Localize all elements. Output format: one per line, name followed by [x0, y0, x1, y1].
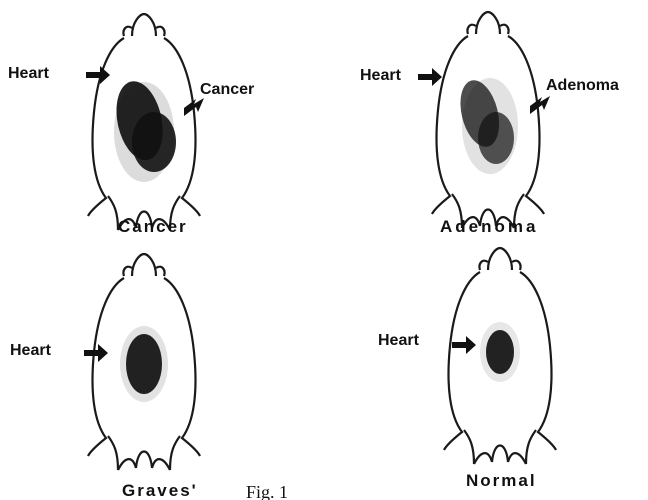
heart-arrow-icon — [84, 344, 108, 362]
graves-uptake-region — [120, 326, 168, 402]
normal-uptake-region — [480, 322, 520, 382]
adenoma-uptake-region — [454, 76, 518, 174]
heart-label: Heart — [378, 332, 420, 349]
panel-graves — [88, 254, 200, 470]
adenoma-arrow-icon — [530, 96, 550, 114]
heart-arrow-icon — [452, 336, 476, 354]
panel-normal — [444, 248, 556, 464]
caption-graves: Graves' — [122, 481, 198, 500]
caption-cancer: Cancer — [118, 217, 188, 236]
figure-caption: Fig. 1 — [246, 482, 288, 500]
adenoma-label: Adenoma — [546, 77, 619, 94]
heart-label: Heart — [8, 65, 50, 82]
caption-adenoma: Adenoma — [440, 217, 538, 236]
panel-adenoma — [432, 12, 544, 228]
heart-arrow-icon — [86, 66, 110, 84]
heart-label: Heart — [10, 342, 52, 359]
heart-arrow-icon — [418, 68, 442, 86]
heart-label: Heart — [360, 67, 402, 84]
caption-normal: Normal — [466, 471, 537, 490]
cancer-uptake-region — [110, 77, 176, 182]
cancer-label: Cancer — [200, 81, 254, 98]
panel-cancer — [88, 14, 200, 230]
